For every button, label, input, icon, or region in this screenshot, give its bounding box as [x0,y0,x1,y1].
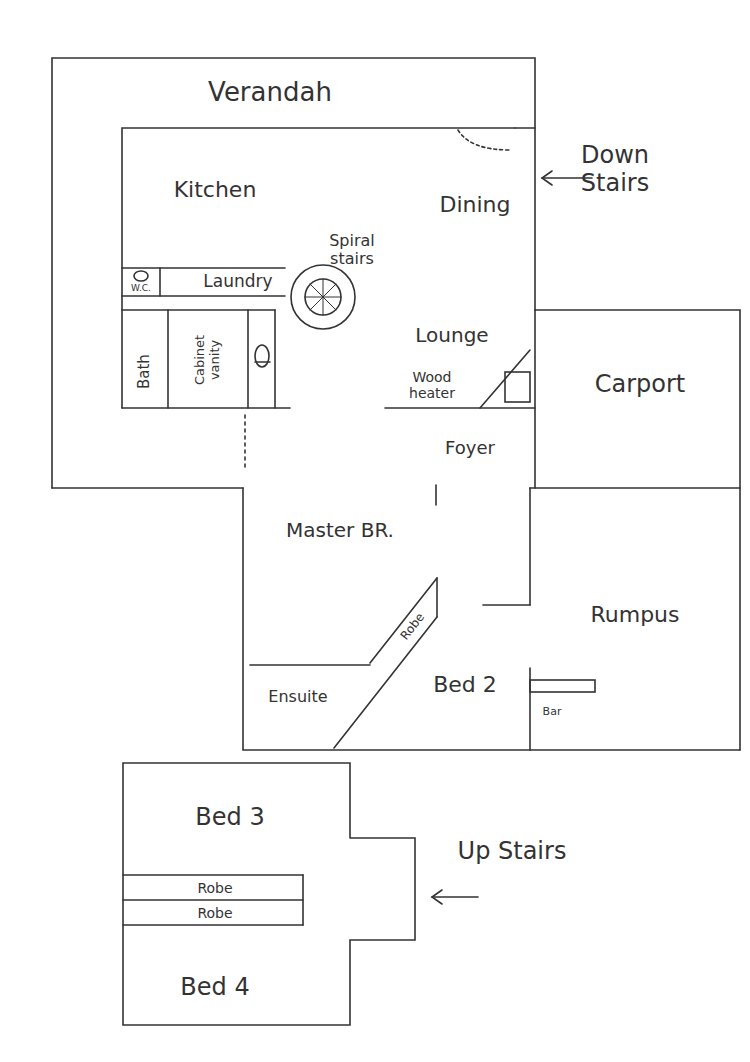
inner-wall [529,488,531,605]
outer-wall [123,763,415,1025]
outer-wall [530,487,740,489]
inner-wall [122,309,275,311]
room-label: Wood heater [402,369,462,401]
inner-wall [167,310,169,408]
room-label: Spiral stairs [312,232,392,269]
robe-wall [302,875,304,925]
room-label: Verandah [190,78,350,108]
toilet-symbol [134,271,148,281]
spiral-stairs-symbol [291,265,355,329]
inner-wall [122,128,515,408]
room-label: Carport [580,371,700,399]
toilet-symbol [255,345,269,367]
toilet-symbol [255,361,270,363]
room-label: Bar [532,706,572,719]
robe-wall [334,617,437,748]
robe-wall [123,924,303,926]
outer-wall [534,310,536,488]
room-label: Robe [175,905,255,921]
room-label: Down Stairs [555,142,675,197]
inner-wall [159,268,161,296]
robe-wall [370,578,437,663]
spiral-stairs-symbol [305,279,341,315]
robe-wall [123,899,303,901]
room-label: Bed 4 [165,974,265,1002]
outer-wall [243,488,740,750]
inner-wall [515,127,535,129]
room-label: Bath [136,337,153,407]
inner-wall [122,295,285,297]
inner-wall [250,664,370,666]
room-label: Kitchen [160,177,270,202]
room-label: Lounge [407,324,497,347]
inner-wall [435,485,437,505]
spiral-stairs-symbol [305,279,341,315]
pointer-arrow [432,896,478,898]
room-label: Ensuite [258,688,338,706]
pointer-arrow [432,890,442,904]
room-label: W.C. [126,283,156,293]
door-swing [458,130,510,150]
room-label: Robe [175,880,255,896]
outer-wall [52,58,535,488]
inner-wall [247,310,249,408]
inner-wall [483,604,530,606]
inner-wall [122,267,285,269]
room-label: Laundry [193,272,283,292]
inner-wall [385,407,535,409]
robe-wall [436,578,438,617]
room-label: Foyer [430,438,510,459]
outer-wall [535,310,740,750]
room-label: Rumpus [580,602,690,627]
room-label: Robe [395,607,430,647]
bar-counter [530,680,595,692]
room-label: Dining [425,192,525,217]
room-label: Bed 2 [425,672,505,697]
outer-wall [52,487,243,489]
inner-wall [122,407,290,409]
door-mark [244,415,246,470]
room-label: Up Stairs [457,838,567,866]
pointer-arrow [542,171,552,185]
room-label: Cabinet vanity [193,320,223,400]
robe-wall [123,874,303,876]
heater-line [480,350,530,408]
inner-wall [274,310,276,408]
heater-symbol [505,372,530,402]
room-label: Bed 3 [180,804,280,832]
room-label: Master BR. [275,519,405,542]
